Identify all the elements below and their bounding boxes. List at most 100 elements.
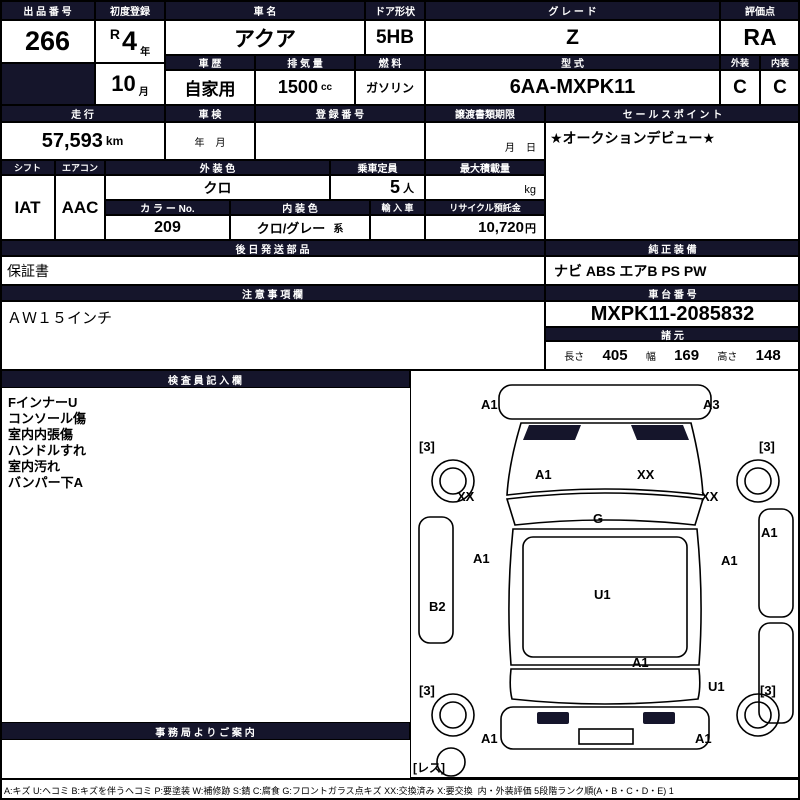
inspector-note-line: 室内内張傷: [8, 427, 74, 442]
damage-mark: [3]: [419, 683, 435, 698]
damage-mark: [3]: [419, 439, 435, 454]
car-damage-diagram: A1 A3 [3] [3] A1 XX XX XX G A1 A1 A1 U1 …: [410, 370, 800, 778]
first-reg-month: 10: [111, 71, 136, 96]
inspector-note-line: 室内汚れ: [8, 459, 61, 474]
score-header: 評価点: [720, 0, 800, 20]
inspection-header: 車 検: [165, 105, 255, 122]
damage-mark: XX: [457, 489, 475, 504]
car-name-header: 車 名: [165, 0, 365, 20]
damage-mark-spare-less: [レス]: [413, 761, 445, 775]
displacement-unit: cc: [320, 82, 333, 93]
caution-notes-header: 注 意 事 項 欄: [0, 285, 545, 301]
exterior-color-value: クロ: [105, 175, 330, 200]
capacity-header: 乗車定員: [330, 160, 425, 175]
damage-mark: A1: [721, 553, 738, 568]
displacement-value: 1500 cc: [255, 70, 355, 105]
inspector-note-line: ハンドルすれ: [8, 443, 87, 458]
model-code-value: 6AA-MXPK11: [425, 70, 720, 105]
specs-header: 諸 元: [545, 327, 800, 342]
interior-score: C: [760, 70, 800, 105]
recycle-deposit-value: 10,720 円: [425, 215, 545, 240]
year-unit: 年: [140, 47, 151, 58]
mileage-value: 57,593 km: [0, 122, 165, 160]
grade-header: グ レ ー ド: [425, 0, 720, 20]
exterior-score: C: [720, 70, 760, 105]
recycle-deposit-header: リサイクル預託金: [425, 200, 545, 215]
month-unit: 月: [138, 87, 149, 98]
damage-mark: [3]: [759, 439, 775, 454]
mileage-number: 57,593: [41, 129, 103, 152]
first-registration-header: 初度登録: [95, 0, 165, 20]
equipment-value: ナビ ABS エアB PS PW: [545, 256, 800, 285]
mileage-header: 走 行: [0, 105, 165, 122]
mileage-unit: km: [105, 134, 124, 148]
legend: A:キズ U:ヘコミ B:キズを伴うヘコミ P:要塗装 W:補修跡 S:錆 C:…: [0, 778, 800, 800]
registration-no-header: 登 録 番 号: [255, 105, 425, 122]
color-no-value: 209: [105, 215, 230, 240]
caution-notes-value: ＡＷ１５インチ: [0, 301, 545, 370]
inspection-value: 年 月: [165, 122, 255, 160]
chassis-no-header: 車 台 番 号: [545, 285, 800, 301]
exterior-color-header: 外 装 色: [105, 160, 330, 175]
damage-mark: XX: [637, 467, 655, 482]
shift-header: シフト: [0, 160, 55, 175]
car-name-value: アクア: [165, 20, 365, 55]
import-value: [370, 215, 425, 240]
max-load-value: kg: [425, 175, 545, 200]
era-letter: R: [109, 26, 121, 42]
equipment-header: 純 正 装 備: [545, 240, 800, 256]
damage-mark: A1: [535, 467, 552, 482]
inspector-note-line: FインナーU: [8, 395, 78, 410]
fuel-header: 燃 料: [355, 55, 425, 70]
history-header: 車 歴: [165, 55, 255, 70]
damage-mark: A1: [481, 731, 498, 746]
chassis-no-value: MXPK11-2085832: [545, 301, 800, 327]
damage-mark: A1: [481, 397, 498, 412]
length-label: 長さ: [564, 352, 585, 363]
first-reg-year-cell: R 4 年: [95, 20, 165, 63]
shift-value: IAT: [0, 175, 55, 240]
max-load-header: 最大積載量: [425, 160, 545, 175]
capacity-number: 5: [389, 177, 400, 197]
damage-mark: A1: [695, 731, 712, 746]
aircon-header: エアコン: [55, 160, 105, 175]
interior-color-text: クロ/グレー: [256, 221, 326, 236]
first-reg-year: 4: [122, 26, 138, 56]
score-value: RA: [720, 20, 800, 55]
damage-mark: A3: [703, 397, 720, 412]
capacity-unit: 人: [403, 182, 414, 195]
office-info-header: 事 務 局 よ り ご 案 内: [0, 722, 410, 740]
sales-point-header: セ ー ル ス ポ イ ン ト: [545, 105, 800, 122]
fuel-value: ガソリン: [355, 70, 425, 105]
inspector-notes: FインナーU コンソール傷 室内内張傷 ハンドルすれ 室内汚れ バンパー下A: [8, 395, 398, 491]
registration-no-value: [255, 122, 425, 160]
displacement-number: 1500: [277, 77, 318, 97]
sales-point-value: ★オークションデビュー★: [545, 122, 800, 240]
damage-mark: A1: [761, 525, 778, 540]
damage-mark: B2: [429, 599, 446, 614]
damage-mark: A1: [473, 551, 490, 566]
damage-mark: U1: [708, 679, 725, 694]
color-no-header: カ ラ ー No.: [105, 200, 230, 215]
width-value: 169: [674, 347, 700, 364]
exhibit-filler-box: [0, 63, 95, 105]
width-label: 幅: [645, 352, 656, 363]
damage-mark: U1: [594, 587, 611, 602]
import-header: 輸 入 車: [370, 200, 425, 215]
model-code-header: 型 式: [425, 55, 720, 70]
recycle-unit: 円: [525, 222, 536, 235]
exterior-header: 外装: [720, 55, 760, 70]
inspector-note-line: コンソール傷: [8, 411, 87, 426]
specs-values: 長さ 405 幅 169 高さ 148: [545, 341, 800, 370]
interior-header: 内装: [760, 55, 800, 70]
transfer-deadline-header: 譲渡書類期限: [425, 105, 545, 122]
inspector-note-line: バンパー下A: [8, 475, 84, 490]
interior-color-header: 内 装 色: [230, 200, 370, 215]
grade-value: Z: [425, 20, 720, 55]
capacity-value: 5 人: [330, 175, 425, 200]
height-label: 高さ: [717, 352, 738, 363]
recycle-amount: 10,720: [478, 219, 524, 236]
inspector-header: 検 査 員 記 入 欄: [0, 370, 410, 388]
door-shape-header: ドア形状: [365, 0, 425, 20]
